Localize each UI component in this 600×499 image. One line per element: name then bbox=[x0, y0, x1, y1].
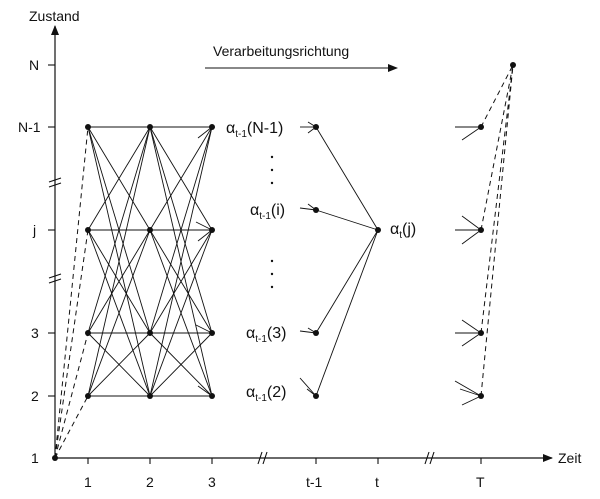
y-tick-1: 1 bbox=[31, 450, 39, 466]
x-tick-2: 2 bbox=[146, 474, 154, 490]
alpha-label-j: αt(j) bbox=[390, 221, 416, 241]
forward-edges-to-t bbox=[315, 126, 379, 397]
y-axis-title: Zustand bbox=[29, 8, 80, 24]
alpha-label-2: αt-1(2) bbox=[246, 384, 286, 404]
col3-incoming-stubs bbox=[195, 126, 213, 397]
y-tick-3: 3 bbox=[31, 325, 39, 341]
processing-direction-label: Verarbeitungsrichtung bbox=[213, 43, 349, 59]
trellis-nodes bbox=[52, 62, 516, 461]
y-tick-N-1: N-1 bbox=[18, 119, 41, 135]
alpha-input-arrows bbox=[299, 121, 317, 397]
start-dashed-edges bbox=[54, 126, 89, 459]
alpha-label-i: αt-1(i) bbox=[250, 202, 285, 222]
vertical-ellipsis-upper bbox=[270, 155, 274, 185]
x-tick-1: 1 bbox=[84, 474, 92, 490]
x-tick-t-1: t-1 bbox=[306, 474, 323, 490]
y-tick-2: 2 bbox=[31, 388, 39, 404]
final-dashed-edges bbox=[480, 64, 514, 397]
x-tick-t: t bbox=[375, 474, 379, 490]
y-tick-N: N bbox=[29, 57, 39, 73]
alpha-label-3: αt-1(3) bbox=[246, 325, 286, 345]
y-axis-break bbox=[48, 177, 62, 284]
alpha-label-n-1: αt-1(N-1) bbox=[226, 120, 283, 140]
vertical-ellipsis-lower bbox=[270, 259, 274, 289]
x-axis-title: Zeit bbox=[558, 450, 581, 466]
x-axis-break bbox=[257, 451, 435, 465]
x-tick-T: T bbox=[476, 474, 485, 490]
y-tick-j: j bbox=[32, 222, 36, 238]
trellis-edges bbox=[87, 126, 213, 397]
final-stubs bbox=[454, 126, 482, 406]
x-tick-3: 3 bbox=[208, 474, 216, 490]
